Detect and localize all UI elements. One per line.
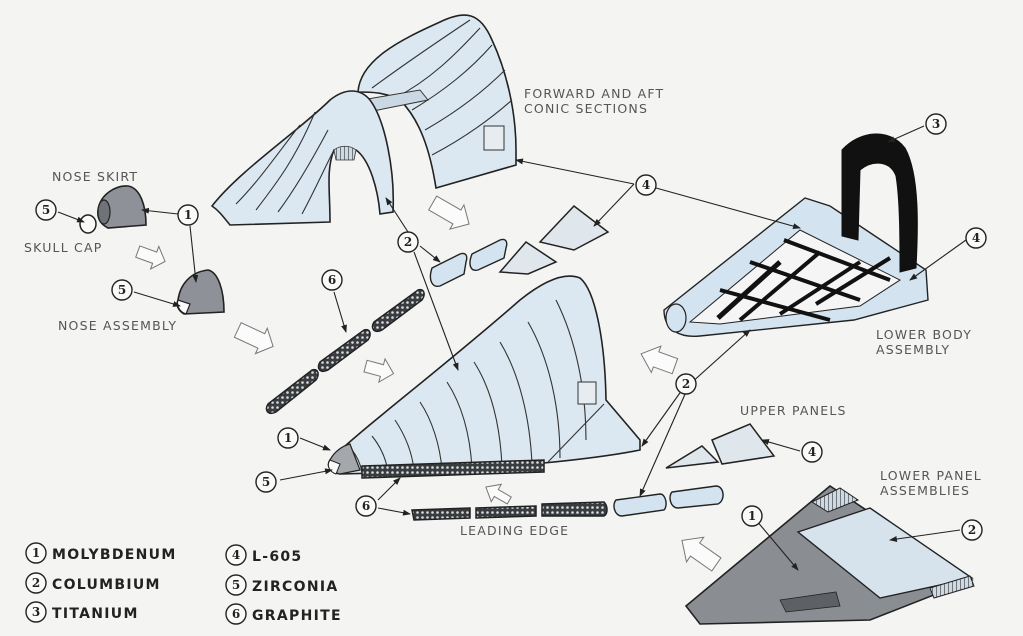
assembled-vehicle-body xyxy=(327,275,641,479)
lower-panel-assemblies xyxy=(684,485,975,625)
callout-2-lower-panel: 2 xyxy=(961,519,983,541)
callout-5-body: 5 xyxy=(255,471,277,493)
svg-text:GRAPHITE: GRAPHITE xyxy=(252,608,342,624)
svg-text:4: 4 xyxy=(642,178,650,192)
callout-5-skull-cap: 5 xyxy=(35,199,57,221)
legend-item-molybdenum: 1 MOLYBDENUM xyxy=(25,542,177,564)
columbium-clips-upper xyxy=(429,238,508,287)
label-lower-panels-2: ASSEMBLIES xyxy=(880,483,970,498)
legend-item-zirconia: 5 ZIRCONIA xyxy=(225,574,338,596)
label-skull-cap: SKULL CAP xyxy=(24,240,102,255)
label-forward-aft-1: FORWARD AND AFT xyxy=(524,86,664,101)
svg-text:3: 3 xyxy=(32,605,40,619)
aft-conic-section xyxy=(357,14,517,190)
lower-body-assembly xyxy=(663,133,929,337)
svg-text:6: 6 xyxy=(232,607,240,621)
label-leading-edge: LEADING EDGE xyxy=(460,523,569,538)
svg-text:MOLYBDENUM: MOLYBDENUM xyxy=(52,547,177,563)
legend-item-titanium: 3 TITANIUM xyxy=(25,601,139,623)
svg-text:5: 5 xyxy=(232,578,240,592)
callout-5-nose-assembly: 5 xyxy=(111,279,133,301)
svg-text:COLUMBIUM: COLUMBIUM xyxy=(52,577,161,593)
upper-panels xyxy=(665,423,776,469)
svg-text:5: 5 xyxy=(118,283,126,297)
callout-4-upper-panels: 4 xyxy=(801,441,823,463)
callout-1-nose: 1 xyxy=(177,204,199,226)
skull-cap xyxy=(79,214,97,234)
label-nose-skirt: NOSE SKIRT xyxy=(52,169,138,184)
callout-2-center: 2 xyxy=(397,231,419,253)
svg-text:5: 5 xyxy=(42,203,50,217)
label-forward-aft-2: CONIC SECTIONS xyxy=(524,101,648,116)
svg-text:4: 4 xyxy=(232,548,240,562)
forward-conic-section xyxy=(210,90,395,226)
label-lower-panels-1: LOWER PANEL xyxy=(880,468,982,483)
svg-text:6: 6 xyxy=(362,499,370,513)
callout-4-frame: 4 xyxy=(965,227,987,249)
svg-text:1: 1 xyxy=(32,546,40,560)
svg-text:4: 4 xyxy=(808,445,816,459)
svg-text:4: 4 xyxy=(972,231,980,245)
svg-text:6: 6 xyxy=(328,273,336,287)
svg-text:ZIRCONIA: ZIRCONIA xyxy=(252,579,338,595)
titanium-frame xyxy=(716,133,918,322)
materials-legend: 1 MOLYBDENUM 2 COLUMBIUM 3 TITANIUM 4 L-… xyxy=(25,542,342,625)
columbium-tubes-lower xyxy=(613,485,724,517)
label-nose-assembly: NOSE ASSEMBLY xyxy=(58,318,177,333)
nose-skirt xyxy=(97,185,147,229)
assembly-direction-arrows xyxy=(135,195,722,572)
svg-text:L-605: L-605 xyxy=(252,549,302,565)
svg-text:2: 2 xyxy=(32,576,40,590)
legend-item-l605: 4 L-605 xyxy=(225,544,302,566)
callout-6-lower: 6 xyxy=(355,495,377,517)
svg-text:2: 2 xyxy=(682,377,690,391)
leading-edge-graphite xyxy=(411,501,608,521)
nose-assembly xyxy=(176,269,225,315)
callout-1-body: 1 xyxy=(277,427,299,449)
svg-text:1: 1 xyxy=(748,509,756,523)
label-lower-body-2: ASSEMBLY xyxy=(876,342,950,357)
svg-text:2: 2 xyxy=(404,235,412,249)
svg-text:5: 5 xyxy=(262,475,270,489)
callout-6-upper: 6 xyxy=(321,269,343,291)
callout-3-frame: 3 xyxy=(925,113,947,135)
callout-4-center: 4 xyxy=(635,174,657,196)
callout-2-right: 2 xyxy=(675,373,697,395)
leader-lines xyxy=(57,125,967,571)
svg-text:2: 2 xyxy=(968,523,976,537)
label-upper-panels: UPPER PANELS xyxy=(740,403,847,418)
l605-plates-center xyxy=(498,204,610,275)
graphite-segments-upper xyxy=(265,288,425,415)
svg-text:1: 1 xyxy=(284,431,292,445)
svg-text:1: 1 xyxy=(184,208,192,222)
callout-1-lower-panel: 1 xyxy=(741,505,763,527)
svg-text:3: 3 xyxy=(932,117,940,131)
svg-text:TITANIUM: TITANIUM xyxy=(52,606,139,622)
label-lower-body-1: LOWER BODY xyxy=(876,327,972,342)
legend-item-columbium: 2 COLUMBIUM xyxy=(25,572,161,594)
legend-item-graphite: 6 GRAPHITE xyxy=(225,603,342,625)
